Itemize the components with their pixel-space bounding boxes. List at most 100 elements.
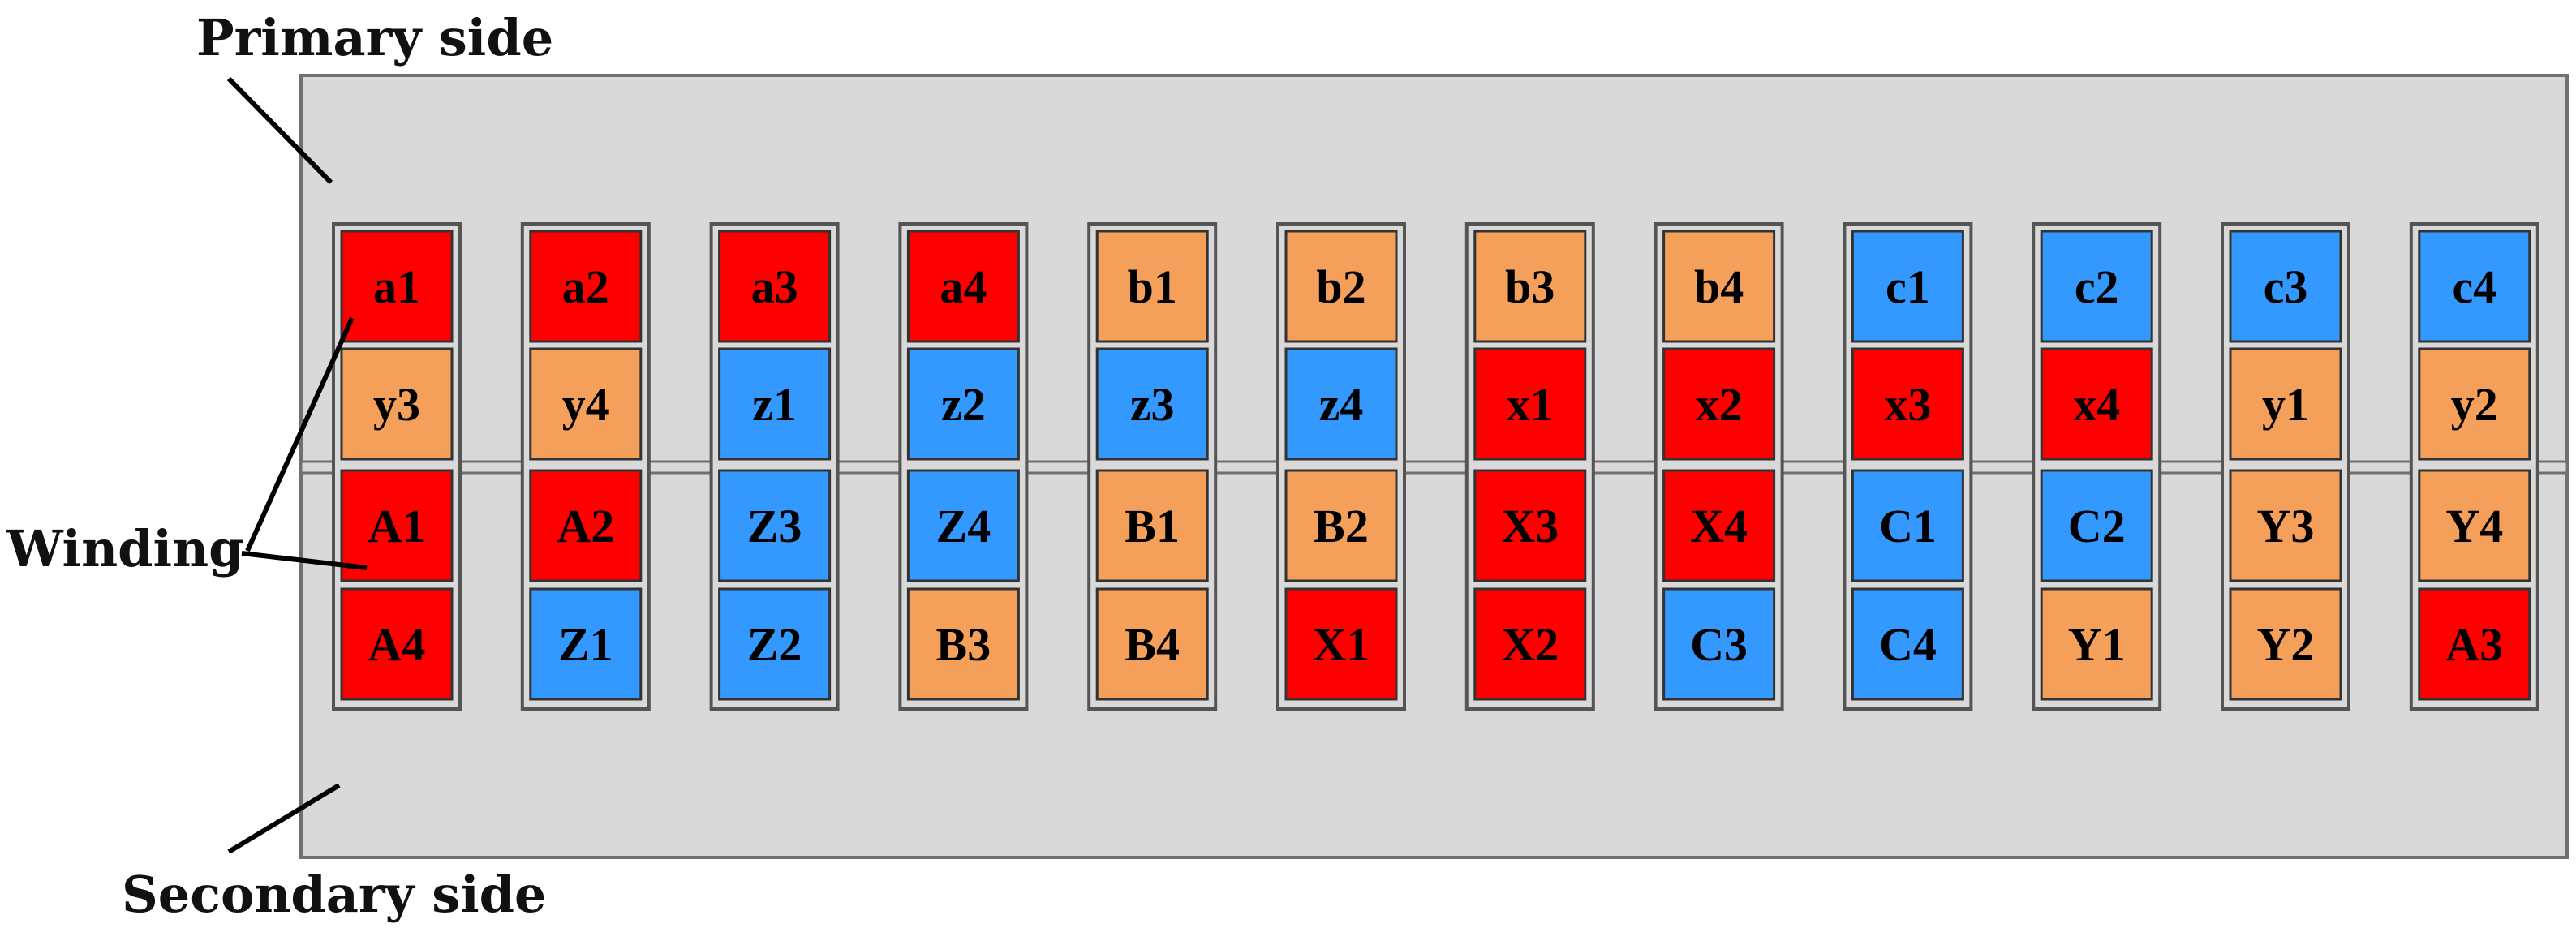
coil-label-y4: y4 xyxy=(562,378,609,431)
coil-label-A4: A4 xyxy=(368,618,426,671)
coil-label-C3: C3 xyxy=(1690,618,1748,671)
coil-label-Y3: Y3 xyxy=(2257,500,2315,552)
coil-label-X1: X1 xyxy=(1313,618,1370,671)
coil-cell-a1 xyxy=(340,230,454,343)
coil-cell-A2 xyxy=(529,469,643,582)
coil-cell-y2 xyxy=(2418,347,2531,461)
coil-label-A1: A1 xyxy=(368,500,426,552)
coil-cell-b1 xyxy=(1095,230,1209,343)
coil-label-x1: x1 xyxy=(1507,378,1554,431)
coil-label-b2: b2 xyxy=(1316,260,1365,313)
coil-cell-Y3 xyxy=(2229,469,2342,582)
coil-cell-c1 xyxy=(1851,230,1964,343)
coil-cell-X3 xyxy=(1473,469,1587,582)
coil-label-X3: X3 xyxy=(1501,500,1559,552)
coil-label-Y2: Y2 xyxy=(2257,618,2315,671)
coil-label-B3: B3 xyxy=(936,618,991,671)
coil-cell-B1 xyxy=(1095,469,1209,582)
coil-label-c3: c3 xyxy=(2264,260,2308,313)
coil-cell-Z4 xyxy=(906,469,1020,582)
coil-cell-z1 xyxy=(718,347,832,461)
coil-cell-z2 xyxy=(906,347,1020,461)
coil-label-C1: C1 xyxy=(1879,500,1937,552)
coil-cell-c2 xyxy=(2040,230,2153,343)
coil-cell-B2 xyxy=(1284,469,1398,582)
winding-columns: a1y3A1A4a2y4A2Z1a3z1Z3Z2a4z2Z4B3b1z3B1B4… xyxy=(332,222,2539,711)
winding-leader-line-lower xyxy=(241,551,368,570)
coil-cell-Z1 xyxy=(529,587,643,701)
coil-cell-Y2 xyxy=(2229,587,2342,701)
side-divider xyxy=(299,460,2569,475)
coil-cell-a2 xyxy=(529,230,643,343)
coil-label-y3: y3 xyxy=(373,378,420,431)
coil-label-C2: C2 xyxy=(2068,500,2126,552)
coil-cell-a4 xyxy=(906,230,1020,343)
coil-cell-C3 xyxy=(1662,587,1776,701)
coil-cell-Z3 xyxy=(718,469,832,582)
winding-leader-line-upper xyxy=(245,316,355,552)
coil-label-x2: x2 xyxy=(1696,378,1743,431)
coil-cell-Y1 xyxy=(2040,587,2153,701)
coil-label-a4: a4 xyxy=(940,260,987,313)
coil-label-Y4: Y4 xyxy=(2445,500,2503,552)
coil-cell-X4 xyxy=(1662,469,1776,582)
coil-cell-b3 xyxy=(1473,230,1587,343)
coil-cell-X1 xyxy=(1284,587,1398,701)
coil-cell-b2 xyxy=(1284,230,1398,343)
coil-label-X4: X4 xyxy=(1690,500,1748,552)
coil-label-Z3: Z3 xyxy=(747,500,802,552)
coil-label-c2: c2 xyxy=(2075,260,2119,313)
coil-label-B4: B4 xyxy=(1125,618,1180,671)
coil-cell-A3 xyxy=(2418,587,2531,701)
coil-label-Z2: Z2 xyxy=(747,618,802,671)
coil-cell-c3 xyxy=(2229,230,2342,343)
coil-cell-C2 xyxy=(2040,469,2153,582)
coil-cell-c4 xyxy=(2418,230,2531,343)
coil-cell-x4 xyxy=(2040,347,2153,461)
coil-label-b3: b3 xyxy=(1505,260,1555,313)
coil-cell-y1 xyxy=(2229,347,2342,461)
coil-label-C4: C4 xyxy=(1879,618,1937,671)
coil-label-a1: a1 xyxy=(373,260,420,313)
coil-label-a3: a3 xyxy=(751,260,798,313)
coil-label-a2: a2 xyxy=(562,260,609,313)
coil-label-A2: A2 xyxy=(557,500,614,552)
coil-label-z2: z2 xyxy=(941,378,986,431)
primary-side-label: Primary side xyxy=(196,8,553,67)
coil-cell-Y4 xyxy=(2418,469,2531,582)
coil-label-b1: b1 xyxy=(1128,260,1177,313)
coil-cell-B4 xyxy=(1095,587,1209,701)
coil-label-x3: x3 xyxy=(1884,378,1931,431)
winding-label: Winding xyxy=(6,519,244,578)
coil-cell-B3 xyxy=(906,587,1020,701)
coil-label-Y1: Y1 xyxy=(2068,618,2126,671)
coil-cell-y4 xyxy=(529,347,643,461)
coil-label-A3: A3 xyxy=(2445,618,2503,671)
coil-label-z4: z4 xyxy=(1319,378,1364,431)
coil-cell-Z2 xyxy=(718,587,832,701)
coil-cell-X2 xyxy=(1473,587,1587,701)
coil-cell-C4 xyxy=(1851,587,1964,701)
secondary-leader-line xyxy=(227,783,341,854)
coil-cell-C1 xyxy=(1851,469,1964,582)
coil-label-Z4: Z4 xyxy=(936,500,991,552)
primary-leader-line xyxy=(226,76,333,185)
coil-label-B2: B2 xyxy=(1314,500,1369,552)
coil-cell-A1 xyxy=(340,469,454,582)
coil-cell-A4 xyxy=(340,587,454,701)
coil-cell-x2 xyxy=(1662,347,1776,461)
coil-cell-z3 xyxy=(1095,347,1209,461)
coil-label-b4: b4 xyxy=(1694,260,1744,313)
coil-label-z3: z3 xyxy=(1130,378,1175,431)
coil-cell-y3 xyxy=(340,347,454,461)
coil-cell-b4 xyxy=(1662,230,1776,343)
coil-label-y2: y2 xyxy=(2451,378,2498,431)
coil-label-z1: z1 xyxy=(752,378,797,431)
coil-cell-x1 xyxy=(1473,347,1587,461)
coil-label-c4: c4 xyxy=(2452,260,2496,313)
coil-label-B1: B1 xyxy=(1125,500,1180,552)
coil-cell-x3 xyxy=(1851,347,1964,461)
coil-cell-a3 xyxy=(718,230,832,343)
coil-label-c1: c1 xyxy=(1886,260,1930,313)
